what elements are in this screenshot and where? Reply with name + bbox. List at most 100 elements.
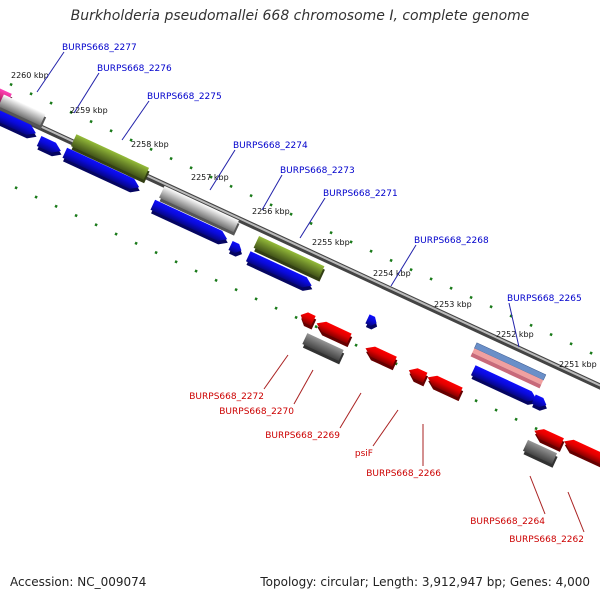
inner-tick-mark <box>474 399 478 403</box>
gene-feature-face <box>302 333 344 361</box>
outer-tick-mark <box>289 212 293 216</box>
scale-label: 2253 kbp <box>434 300 472 309</box>
reverse-gene-label: BURPS668_2272 <box>189 392 264 402</box>
cds-feature <box>531 394 547 411</box>
cds-feature <box>408 368 429 387</box>
reverse-gene-label: BURPS668_2269 <box>265 431 340 441</box>
cds-feature <box>365 314 378 330</box>
outer-tick-mark <box>489 305 493 309</box>
cds-feature-face <box>36 135 61 153</box>
outer-tick-mark <box>329 230 333 235</box>
gene-feature-face <box>70 134 150 180</box>
outer-tick-mark <box>369 249 373 253</box>
inner-tick-mark <box>534 426 538 431</box>
forward-gene-label: BURPS668_2276 <box>97 64 172 74</box>
cds-feature <box>245 251 313 291</box>
cds-feature <box>470 365 538 405</box>
outer-tick-mark <box>149 147 153 152</box>
forward-gene-label: BURPS668_2277 <box>62 43 137 53</box>
forward-leader-line <box>261 174 283 211</box>
cds-feature-face <box>408 368 428 383</box>
cds-feature <box>365 346 398 371</box>
outer-tick-mark <box>409 268 413 272</box>
rna-band-pink-dark <box>470 352 542 389</box>
cds-feature-face <box>245 251 312 288</box>
accession-text: Accession: NC_009074 <box>10 575 147 589</box>
inner-tick-mark <box>94 223 98 227</box>
cds-feature-face <box>534 429 564 449</box>
forward-leader-line <box>209 149 236 191</box>
gene-feature-face <box>159 185 239 233</box>
reverse-leader-line <box>529 475 546 515</box>
cds-feature-face <box>531 394 547 408</box>
cds-feature-face <box>427 375 463 398</box>
outer-tick-mark <box>469 295 473 300</box>
reverse-leader-line <box>372 409 399 447</box>
gene-feature-face <box>522 439 558 465</box>
outer-tick-mark <box>549 332 553 337</box>
rna-band-blue <box>474 342 547 381</box>
scale-label: 2251 kbp <box>559 360 597 369</box>
outer-tick-mark <box>69 110 73 114</box>
forward-leader-line <box>299 197 326 239</box>
outer-tick-mark <box>429 277 433 281</box>
gene-feature <box>302 333 345 365</box>
scale-label: 2256 kbp <box>252 207 290 216</box>
cds-feature <box>427 375 464 402</box>
cds-feature-face <box>62 147 140 189</box>
gene-feature-face <box>253 235 325 279</box>
forward-leader-line <box>390 244 417 287</box>
inner-tick-mark <box>294 315 298 320</box>
outer-tick-mark <box>29 92 33 96</box>
cds-feature-face <box>365 314 377 326</box>
cds-feature <box>534 429 565 452</box>
gene-feature <box>0 94 47 130</box>
cds-feature <box>300 312 317 330</box>
cds-feature <box>316 321 353 348</box>
cds-feature-face <box>470 365 537 402</box>
forward-gene-label: BURPS668_2275 <box>147 92 222 102</box>
cds-feature-face <box>300 312 316 326</box>
outer-tick-mark <box>209 175 213 179</box>
outer-tick-mark <box>589 351 593 355</box>
cds-feature-face <box>228 240 242 254</box>
forward-gene-label: BURPS668_2273 <box>280 166 355 176</box>
inner-tick-mark <box>54 204 58 208</box>
forward-leader-line <box>73 72 100 114</box>
outer-tick-mark <box>529 323 533 327</box>
inner-tick-mark <box>514 417 518 421</box>
scale-label: 2258 kbp <box>131 140 169 149</box>
cds-feature-face <box>564 439 600 466</box>
rna-feature <box>470 342 547 389</box>
outer-tick-mark <box>249 193 253 198</box>
reverse-leader-line <box>339 392 362 429</box>
cds-feature-face <box>0 109 36 135</box>
scale-label: 2255 kbp <box>312 238 350 247</box>
outer-tick-mark <box>129 138 133 142</box>
map-title: Burkholderia pseudomallei 668 chromosome… <box>70 8 530 24</box>
inner-tick-mark <box>134 241 138 246</box>
forward-gene-label: BURPS668_2268 <box>414 236 489 246</box>
cds-feature <box>62 147 140 193</box>
outer-tick-mark <box>449 286 453 290</box>
cds-feature <box>0 109 37 139</box>
gene-feature-face <box>0 94 46 126</box>
inner-tick-mark <box>194 269 198 273</box>
cds-feature-face <box>316 321 352 344</box>
reverse-leader-line <box>263 354 289 390</box>
outer-tick-mark <box>89 119 93 124</box>
scale-label: 2254 kbp <box>373 269 411 278</box>
inner-tick-mark <box>214 278 218 283</box>
cds-feature <box>150 199 228 245</box>
outer-tick-mark <box>309 221 313 226</box>
cds-feature-face <box>365 346 397 367</box>
outer-tick-mark <box>229 184 233 189</box>
reverse-gene-label: BURPS668_2264 <box>470 517 545 527</box>
reverse-gene-label: BURPS668_2266 <box>366 469 441 479</box>
outer-tick-mark <box>569 342 573 346</box>
cds-feature <box>36 135 62 157</box>
inner-tick-mark <box>254 297 258 301</box>
inner-tick-mark <box>274 306 278 310</box>
reverse-leader-line <box>293 369 314 405</box>
